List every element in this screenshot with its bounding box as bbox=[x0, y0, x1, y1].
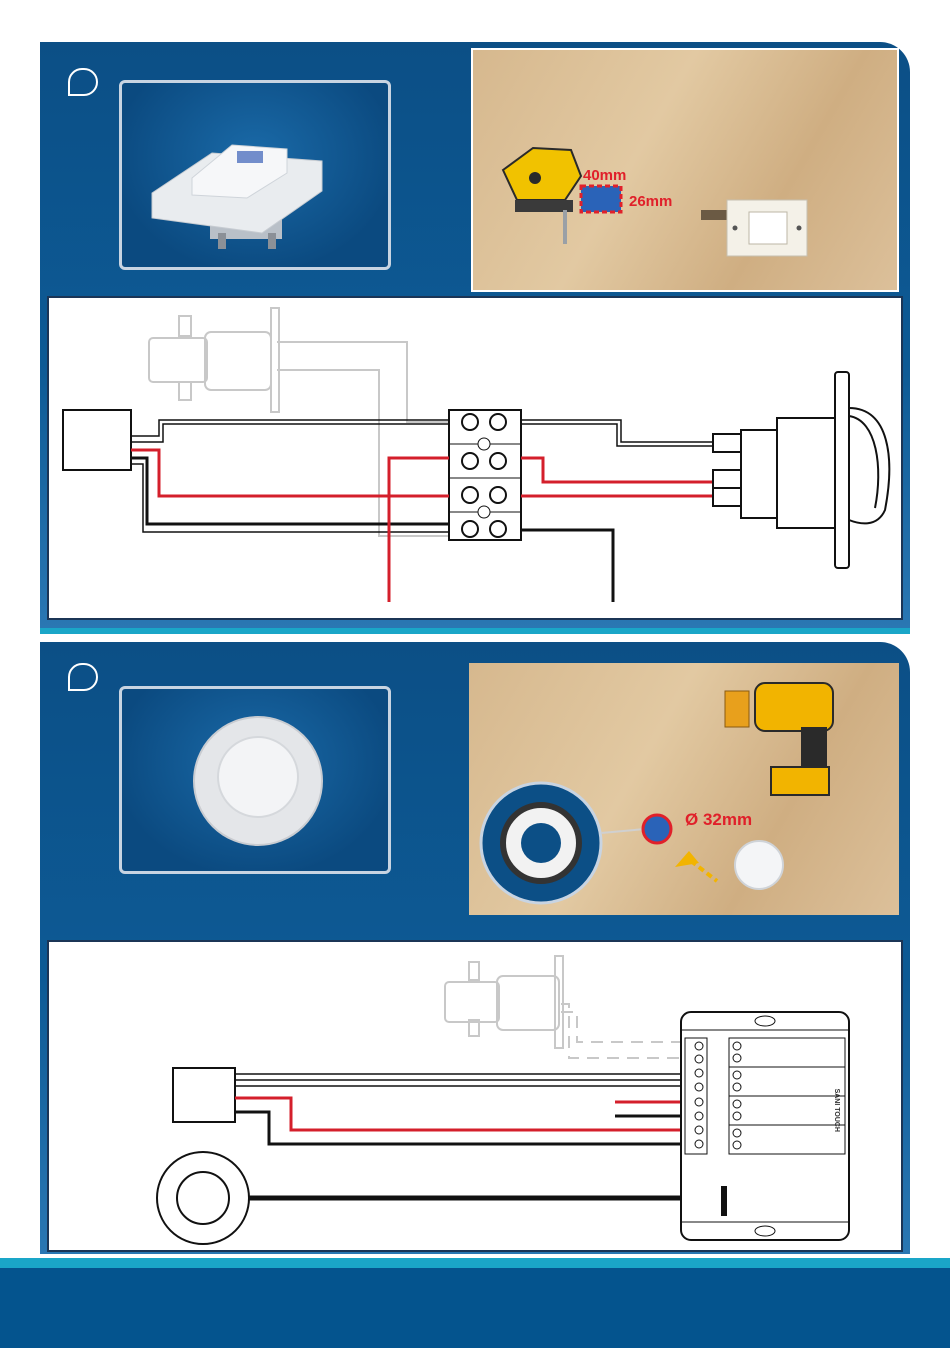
wiring-diagram-1-svg bbox=[49, 298, 905, 622]
drill-icon bbox=[725, 683, 833, 795]
jigsaw-icon bbox=[503, 148, 581, 244]
wiring-diagram-2-svg: SANI TOUCH bbox=[49, 942, 905, 1254]
hole-saw-inset bbox=[481, 783, 601, 903]
round-push-button bbox=[157, 1152, 249, 1244]
control-unit bbox=[681, 1012, 849, 1240]
push-button-illustration bbox=[122, 689, 388, 871]
terminal-block bbox=[449, 410, 521, 540]
install-photo-drill: Ø 32mm bbox=[469, 663, 899, 915]
installed-switch-plate bbox=[701, 200, 807, 256]
cutout-rectangle bbox=[581, 186, 621, 212]
wiring-diagram-1 bbox=[47, 296, 903, 620]
footer-accent-stripe bbox=[0, 1258, 950, 1268]
control-unit-brand-label: SANI TOUCH bbox=[833, 1089, 840, 1132]
hole-diameter-label: Ø 32mm bbox=[685, 810, 752, 829]
push-button-photo-frame bbox=[119, 686, 391, 874]
install-photo-jigsaw: 40mm 26mm bbox=[471, 48, 899, 292]
push-button-insert bbox=[735, 841, 783, 889]
ghost-pump-outline bbox=[445, 956, 563, 1048]
switch-side-view bbox=[713, 372, 889, 568]
footer-body bbox=[0, 1268, 950, 1348]
step-number-badge-2 bbox=[68, 663, 98, 691]
footer-band bbox=[0, 1258, 950, 1348]
cutout-height-label: 26mm bbox=[629, 193, 672, 210]
control-box bbox=[63, 410, 131, 470]
wall-switch-illustration bbox=[122, 83, 388, 267]
drilled-hole bbox=[643, 815, 671, 843]
wall-switch-photo-frame bbox=[119, 80, 391, 270]
ghost-pump-outline bbox=[149, 308, 499, 536]
control-box bbox=[173, 1068, 235, 1122]
section-separator bbox=[40, 628, 910, 634]
wiring-diagram-2: SANI TOUCH bbox=[47, 940, 903, 1252]
cutout-width-label: 40mm bbox=[583, 167, 626, 184]
step-number-badge-1 bbox=[68, 68, 98, 96]
